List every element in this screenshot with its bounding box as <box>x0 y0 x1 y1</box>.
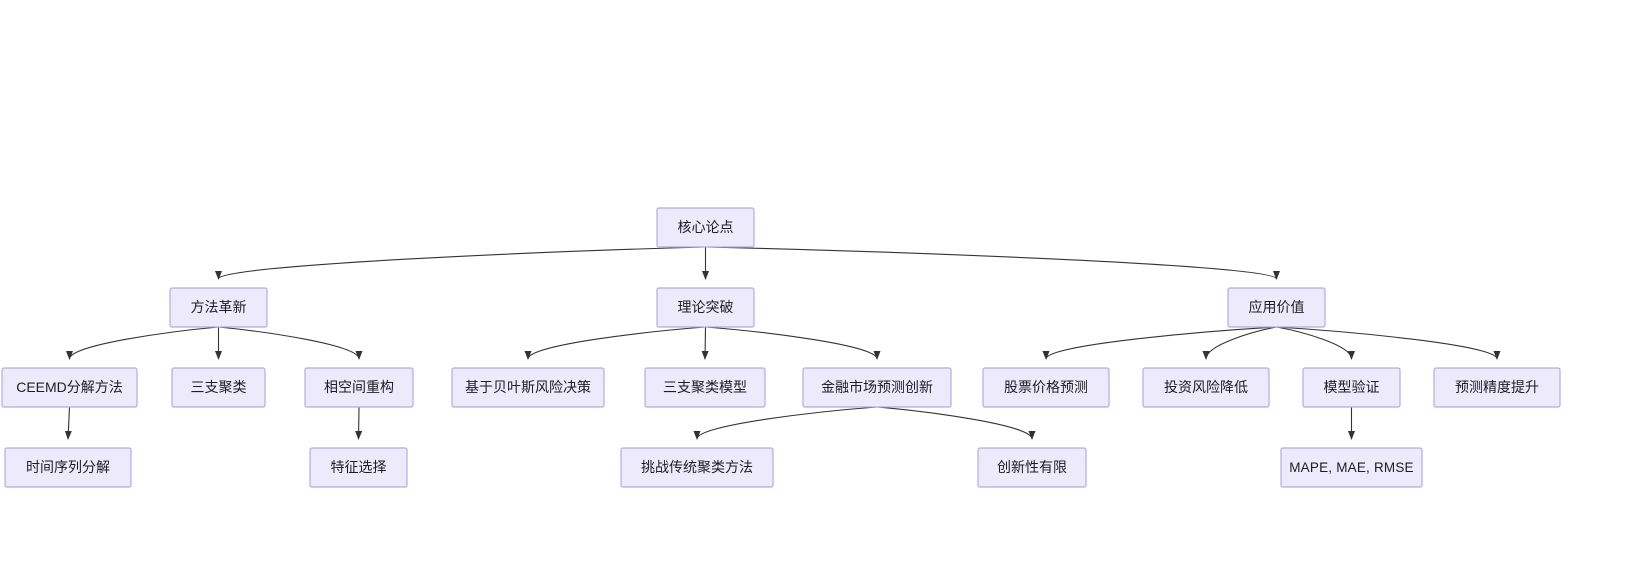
node-label-l3i: 模型验证 <box>1324 379 1380 395</box>
node-label-l4e: MAPE, MAE, RMSE <box>1289 460 1414 475</box>
edge-l2a-to-l3a <box>66 326 219 360</box>
node-box-l3d[interactable] <box>451 367 605 408</box>
node-l3b[interactable]: 三支聚类 <box>171 367 266 408</box>
node-l3g[interactable]: 股票价格预测 <box>982 367 1110 408</box>
node-label-l4c: 挑战传统聚类方法 <box>641 459 753 475</box>
node-label-l3a: CEEMD分解方法 <box>16 379 123 395</box>
node-l4b[interactable]: 特征选择 <box>309 447 408 488</box>
node-l2b[interactable]: 理论突破 <box>656 287 755 328</box>
node-box-l4a[interactable] <box>4 447 132 488</box>
node-label-l3h: 投资风险降低 <box>1164 379 1248 395</box>
edge-l2b-to-l3f <box>705 326 881 360</box>
node-box-l3e[interactable] <box>644 367 766 408</box>
node-label-l3e: 三支聚类模型 <box>663 379 747 395</box>
edge-l3f-to-l4c <box>693 406 878 440</box>
node-l3f[interactable]: 金融市场预测创新 <box>802 367 952 408</box>
node-label-l2c: 应用价值 <box>1249 299 1305 315</box>
node-label-l4a: 时间序列分解 <box>26 459 110 475</box>
node-label-l2b: 理论突破 <box>678 299 734 315</box>
node-box-l3h[interactable] <box>1142 367 1270 408</box>
node-label-l3d: 基于贝叶斯风险决策 <box>465 379 591 395</box>
node-label-l3c: 相空间重构 <box>324 379 394 395</box>
node-label-l4b: 特征选择 <box>331 459 387 475</box>
node-l4a[interactable]: 时间序列分解 <box>4 447 132 488</box>
node-l2a[interactable]: 方法革新 <box>169 287 268 328</box>
node-l4e[interactable]: MAPE, MAE, RMSE <box>1280 447 1423 488</box>
node-box-l3g[interactable] <box>982 367 1110 408</box>
edge-l2c-to-l3j <box>1276 326 1501 360</box>
edge-l2a-to-l3c <box>218 326 363 360</box>
node-box-l2c[interactable] <box>1227 287 1326 328</box>
node-box-l3a[interactable] <box>1 367 138 408</box>
node-box-l3b[interactable] <box>171 367 266 408</box>
node-box-l2a[interactable] <box>169 287 268 328</box>
edge-l2c-to-l3g <box>1042 326 1277 360</box>
edge-root-to-l2c <box>705 246 1280 280</box>
node-label-l4d: 创新性有限 <box>997 459 1067 475</box>
edge-l3a-to-l4a <box>64 406 72 440</box>
node-label-l2a: 方法革新 <box>191 299 247 315</box>
node-l3c[interactable]: 相空间重构 <box>304 367 414 408</box>
node-l4d[interactable]: 创新性有限 <box>977 447 1087 488</box>
node-l3a[interactable]: CEEMD分解方法 <box>1 367 138 408</box>
node-label-root: 核心论点 <box>678 219 734 235</box>
node-box-l4d[interactable] <box>977 447 1087 488</box>
edges-layer <box>64 246 1501 440</box>
node-box-root[interactable] <box>656 207 755 248</box>
node-box-l3c[interactable] <box>304 367 414 408</box>
node-l3i[interactable]: 模型验证 <box>1302 367 1401 408</box>
node-box-l4c[interactable] <box>620 447 774 488</box>
node-l2c[interactable]: 应用价值 <box>1227 287 1326 328</box>
node-label-l3g: 股票价格预测 <box>1004 379 1088 395</box>
node-box-l3i[interactable] <box>1302 367 1401 408</box>
node-label-l3b: 三支聚类 <box>191 379 247 395</box>
edge-root-to-l2a <box>215 246 706 280</box>
edge-l2b-to-l3d <box>524 326 706 360</box>
node-box-l4e[interactable] <box>1280 447 1423 488</box>
node-box-l4b[interactable] <box>309 447 408 488</box>
node-box-l2b[interactable] <box>656 287 755 328</box>
node-root[interactable]: 核心论点 <box>656 207 755 248</box>
edge-l2c-to-l3h <box>1202 326 1277 360</box>
node-l3d[interactable]: 基于贝叶斯风险决策 <box>451 367 605 408</box>
edge-l2c-to-l3i <box>1276 326 1355 360</box>
node-l4c[interactable]: 挑战传统聚类方法 <box>620 447 774 488</box>
node-label-l3j: 预测精度提升 <box>1455 379 1539 395</box>
node-l3h[interactable]: 投资风险降低 <box>1142 367 1270 408</box>
node-box-l3j[interactable] <box>1433 367 1561 408</box>
node-box-l3f[interactable] <box>802 367 952 408</box>
edge-l2b-to-l3e <box>701 326 709 360</box>
node-l3e[interactable]: 三支聚类模型 <box>644 367 766 408</box>
edge-l3f-to-l4d <box>876 406 1036 440</box>
edge-l3c-to-l4b <box>355 406 363 440</box>
node-l3j[interactable]: 预测精度提升 <box>1433 367 1561 408</box>
node-label-l3f: 金融市场预测创新 <box>821 379 933 395</box>
